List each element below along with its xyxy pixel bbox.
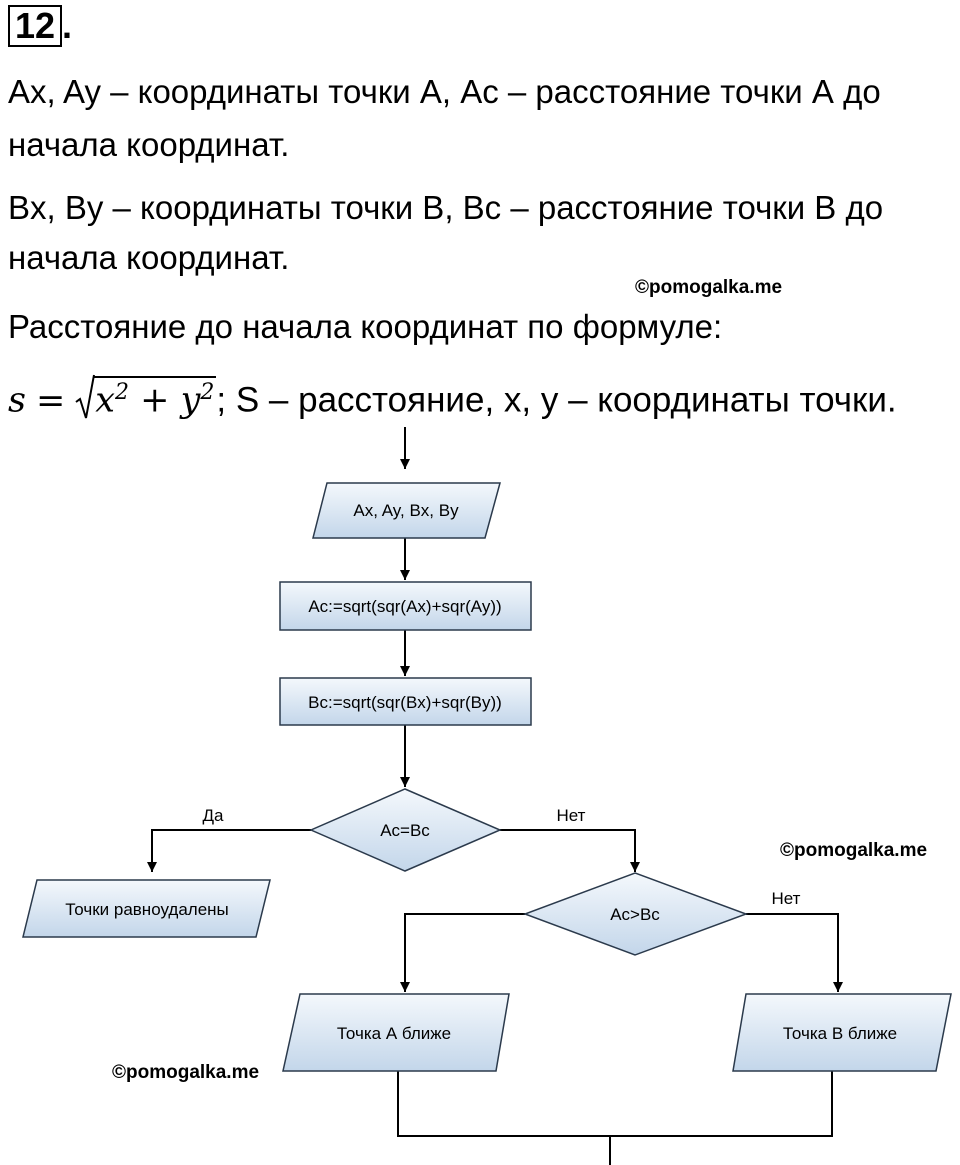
shapes xyxy=(22,482,952,1072)
decision1-label: Ac=Bc xyxy=(380,821,430,840)
arrow-decision1-yes xyxy=(147,829,311,872)
text-line-4: начала координат. xyxy=(8,239,290,276)
decision2-label: Ac>Bc xyxy=(610,905,660,924)
output-a-label: Точка А ближе xyxy=(337,1024,451,1043)
merge-line xyxy=(397,1071,833,1137)
square-root: x2 + y2 xyxy=(75,374,217,421)
watermark-bottom: ©pomogalka.me xyxy=(112,1062,260,1083)
distance-formula: s=x2 + y2; S – расстояние, x, y – коорди… xyxy=(8,374,897,422)
input-label: Ax, Ay, Bx, By xyxy=(353,501,459,520)
watermark-middle: ©pomogalka.me xyxy=(780,840,928,861)
formula-equals: = xyxy=(35,380,66,421)
input-shape xyxy=(312,482,501,539)
formula-lhs: s xyxy=(8,380,26,421)
connectors xyxy=(147,427,843,1165)
decision1-no-label: Нет xyxy=(557,806,586,825)
decision2-no-label: Нет xyxy=(772,889,801,908)
arrow-decision1-no xyxy=(500,829,640,872)
text-line-3: Bx, By – координаты точки B, Bc – рассто… xyxy=(8,189,884,226)
arrow-decision2-yes xyxy=(400,913,525,992)
formula-plus: + xyxy=(129,380,181,421)
output-b-label: Точка B ближе xyxy=(783,1024,897,1043)
text-line-2: начала координат. xyxy=(8,126,290,163)
output-equal-shape xyxy=(22,879,271,938)
output-equal-label: Точки равноудалены xyxy=(65,900,229,919)
formula-x-exp: 2 xyxy=(115,380,130,405)
output-a-shape xyxy=(282,993,510,1072)
text-line-1: Ax, Ay – координаты точки А, Ac – рассто… xyxy=(8,73,881,110)
formula-y-exp: 2 xyxy=(200,380,215,405)
calc-bc-shape xyxy=(279,677,532,726)
arrow-decision2-no xyxy=(746,913,843,992)
calc-ac-label: Ac:=sqrt(sqr(Ax)+sqr(Ay)) xyxy=(308,597,501,616)
decision1-shape xyxy=(309,788,502,872)
text-line-5: Расстояние до начала координат по формул… xyxy=(8,308,723,345)
decision2-shape xyxy=(522,872,749,956)
problem-number-box: 12 xyxy=(8,5,63,47)
formula-x: x xyxy=(95,380,116,421)
radical-sign-icon xyxy=(75,374,96,419)
problem-number: 12. xyxy=(8,5,72,47)
watermark-top: ©pomogalka.me xyxy=(635,277,783,298)
calc-ac-shape xyxy=(279,581,532,631)
formula-description: ; S – расстояние, x, y – координаты точк… xyxy=(216,380,897,420)
decision1-yes-label: Да xyxy=(203,806,225,825)
flowchart: Ax, Ay, Bx, By Ac:=sqrt(sqr(Ax)+sqr(Ay))… xyxy=(22,427,952,1165)
output-b-shape xyxy=(732,993,952,1072)
calc-bc-label: Bc:=sqrt(sqr(Bx)+sqr(By)) xyxy=(308,693,502,712)
problem-number-dot: . xyxy=(62,5,73,46)
formula-y: y xyxy=(180,380,201,421)
